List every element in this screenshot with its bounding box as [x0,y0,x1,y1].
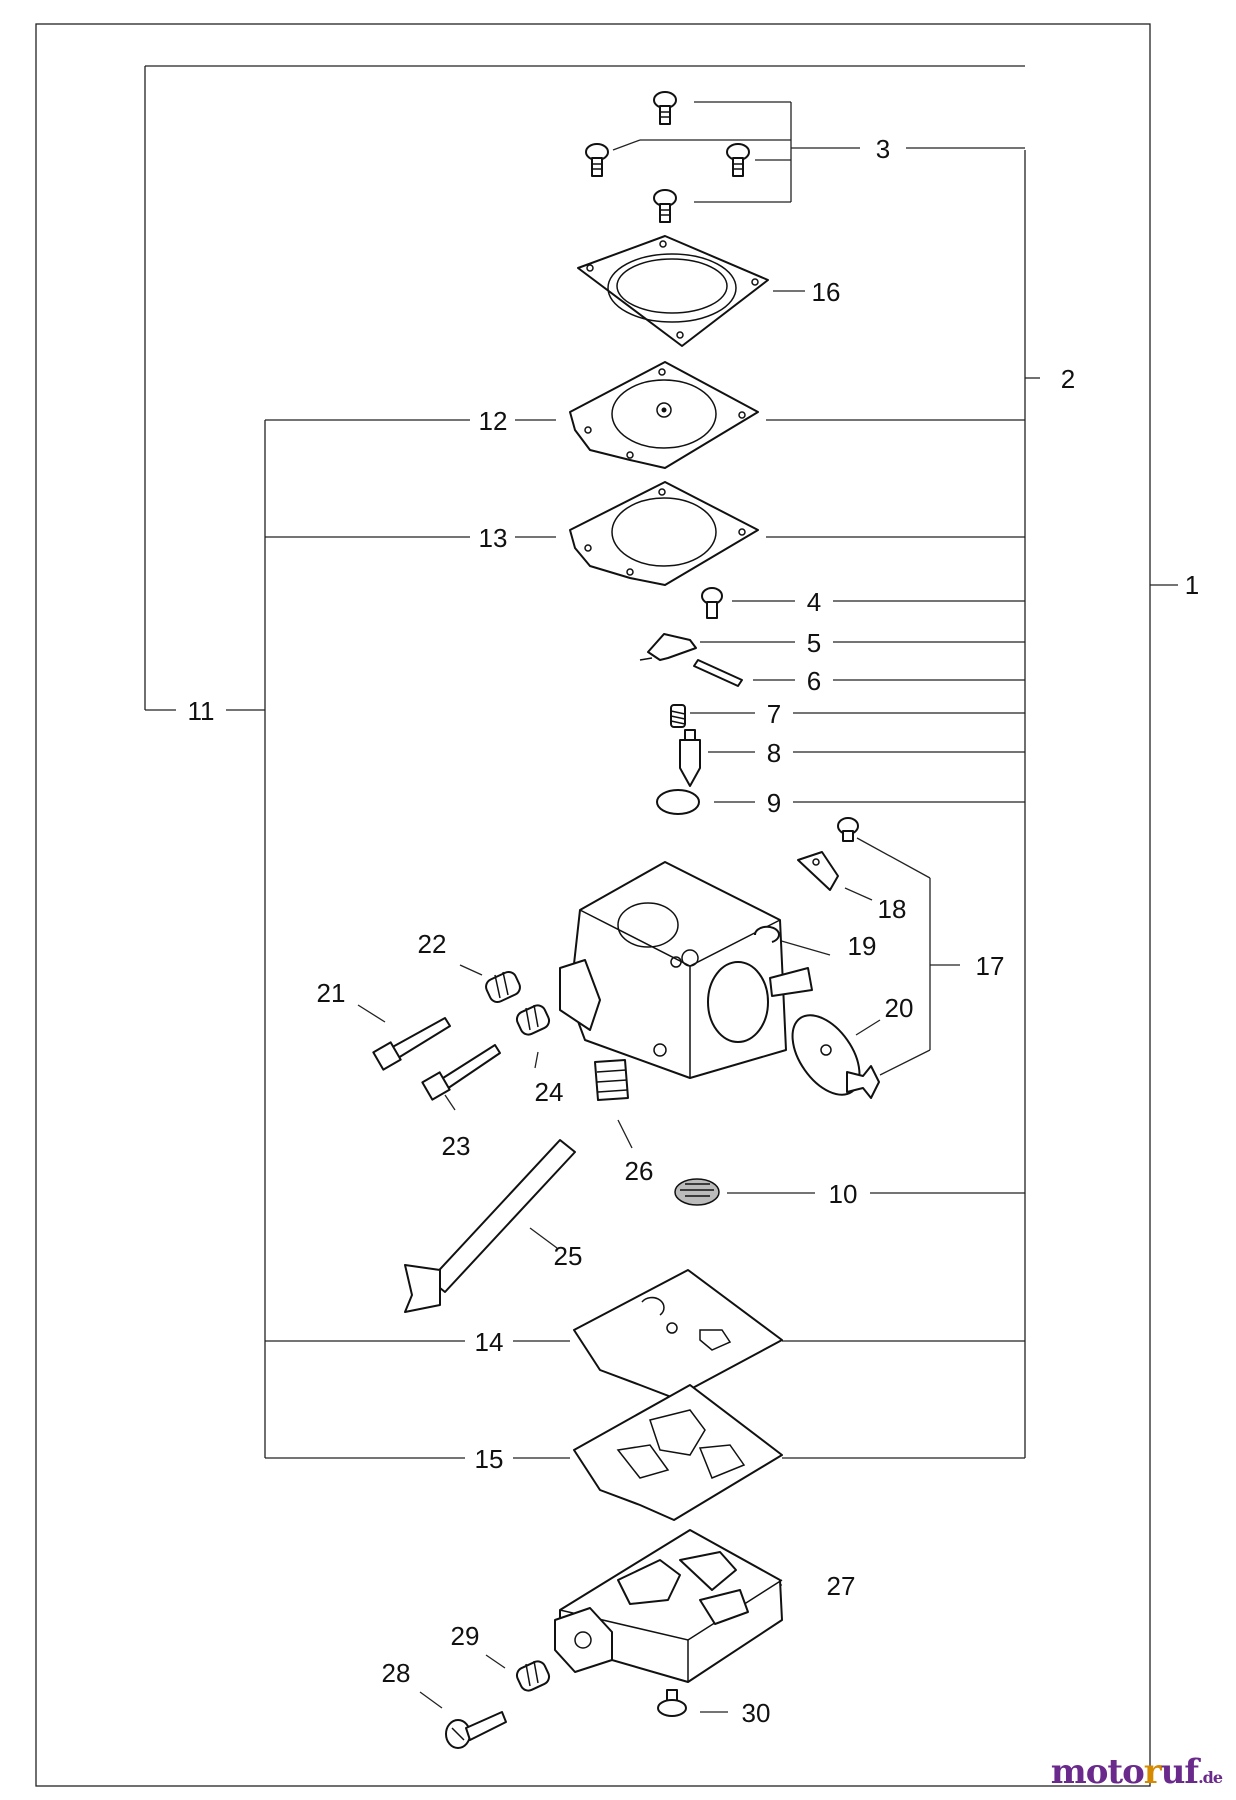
watermark-logo: motoruf.de [1050,1752,1223,1792]
callout-20: 20 [885,993,914,1023]
callout-26: 26 [625,1156,654,1186]
callout-5: 5 [807,628,821,658]
callout-27: 27 [827,1571,856,1601]
callout-11: 11 [188,696,215,726]
watermark-suffix: .de [1198,1768,1223,1787]
callout-4: 4 [807,587,821,617]
watermark-text2: uf [1160,1752,1199,1792]
callout-22: 22 [418,929,447,959]
diagram-frame [35,23,1151,1787]
callout-8: 8 [767,738,781,768]
spring-29 [515,1660,551,1692]
callout-19: 19 [848,931,877,961]
callout-14: 14 [475,1327,504,1357]
shaft-25 [404,1139,576,1313]
callout-16: 16 [812,277,841,307]
screw-17-bottom [846,1065,880,1099]
screw-30 [657,1689,687,1717]
adjust-screw-23 [421,1044,501,1101]
callout-3: 3 [876,134,890,164]
callout-9: 9 [767,788,781,818]
spring-22 [485,970,521,1004]
needle-8 [679,729,701,787]
disk-9 [656,789,700,815]
lever-5 [639,633,697,661]
pump-body-27 [554,1529,783,1683]
callout-13: 13 [479,523,508,553]
callout-10: 10 [829,1179,858,1209]
callout-23: 23 [442,1131,471,1161]
gasket-14 [573,1269,783,1399]
callout-7: 7 [767,699,781,729]
plate-18 [797,851,839,891]
spring-26 [594,1059,629,1101]
spring-24 [515,1004,551,1036]
callout-1: 1 [1185,570,1199,600]
callout-17: 17 [976,951,1005,981]
callout-labels: 1 2 3 4 5 6 7 8 9 10 11 12 13 14 15 16 1… [188,134,1200,1728]
spring-7 [670,704,686,728]
pin-6 [693,659,743,687]
screws-3 [585,91,750,223]
filter-10 [674,1178,720,1206]
watermark-text: moto [1050,1752,1145,1792]
watermark-accent: r [1143,1752,1162,1792]
screw-4 [701,587,723,619]
callout-28: 28 [382,1658,411,1688]
gasket-13 [569,481,759,586]
adjust-screw-21 [372,1017,451,1071]
callout-25: 25 [554,1241,583,1271]
callout-18: 18 [878,894,907,924]
disk-20 [791,1014,861,1096]
callout-15: 15 [475,1444,504,1474]
callout-2: 2 [1061,364,1075,394]
clip-19 [753,925,780,943]
gasket-15 [573,1384,783,1521]
callout-29: 29 [451,1621,480,1651]
callout-30: 30 [742,1698,771,1728]
screw-17-top [837,817,859,842]
callout-12: 12 [479,406,508,436]
carburetor-body [559,861,813,1079]
diaphragm-12 [569,361,759,469]
callout-21: 21 [317,978,346,1008]
leader-lines [144,65,1178,1713]
screw-28 [445,1711,507,1749]
callout-24: 24 [535,1077,564,1107]
callout-6: 6 [807,666,821,696]
pump-cover-16 [577,235,769,347]
